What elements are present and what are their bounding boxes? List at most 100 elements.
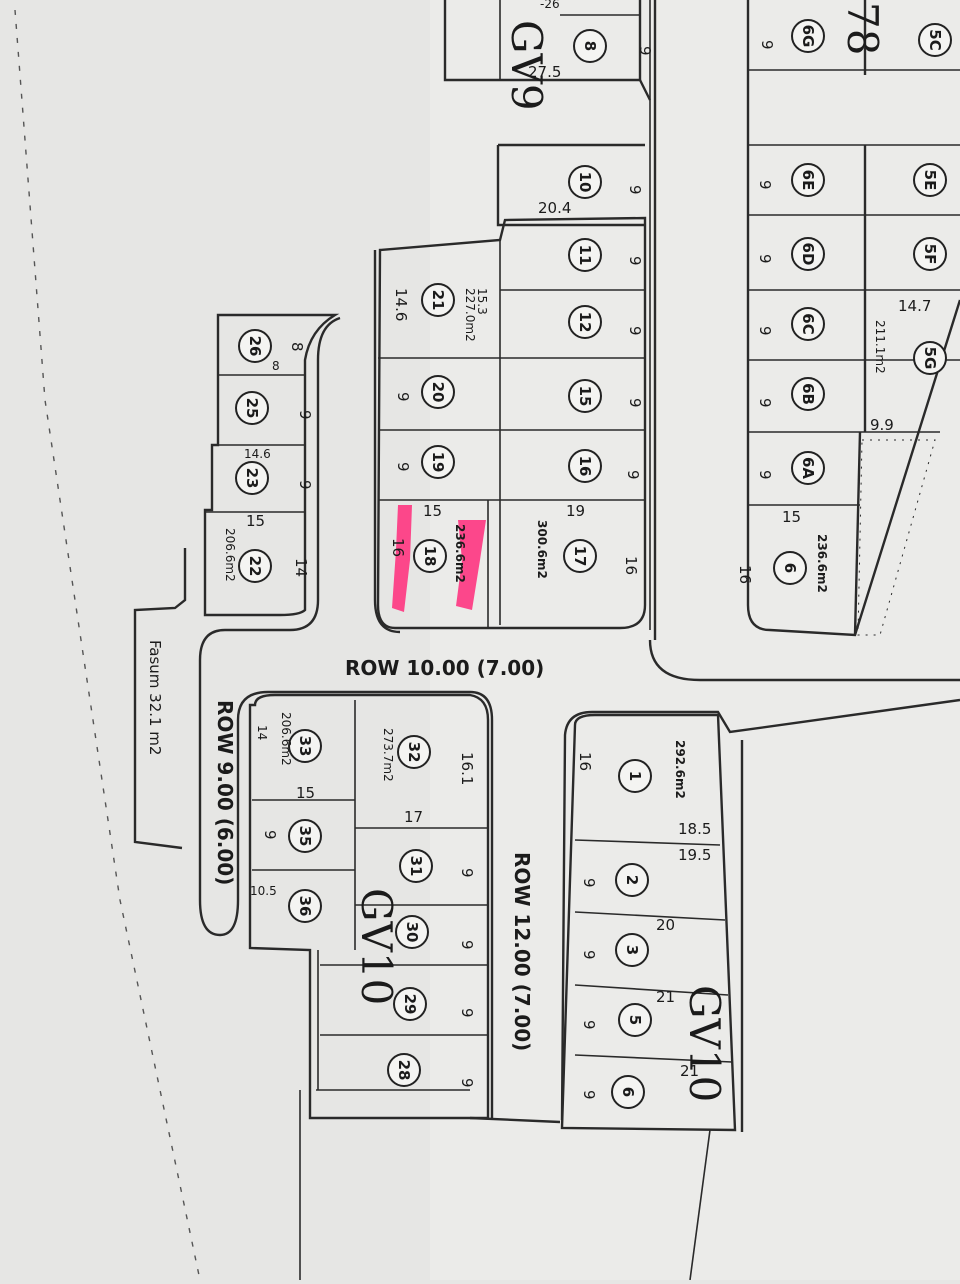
lot-circle — [568, 379, 602, 413]
area-lot6: 236.6m2 — [815, 534, 829, 593]
lot-width-label-16: 9 — [458, 868, 476, 878]
lot-marker-l2: 2 — [615, 863, 649, 897]
lot-number: 6B — [799, 383, 817, 405]
lot-number: 17 — [571, 546, 589, 567]
lot-marker-l11: 11 — [568, 238, 602, 272]
lot-number: 6E — [799, 170, 817, 191]
lot-circle — [288, 729, 322, 763]
dim-10-5-lot36: 10.5 — [250, 884, 277, 898]
lot-number: 10 — [576, 172, 594, 193]
dim-14-lot33: 14 — [255, 725, 269, 740]
lot-width-label-18: 9 — [458, 1008, 476, 1018]
lot-number: 19 — [429, 452, 447, 473]
lot-number: 5 — [626, 1015, 644, 1025]
lot-circle — [791, 19, 825, 53]
lot-marker-l1: 1 — [618, 759, 652, 793]
lot-number: 35 — [296, 826, 314, 847]
lot-circle — [288, 819, 322, 853]
lot-number: 31 — [407, 856, 425, 877]
lot-circle — [238, 549, 272, 583]
lot-width-label-0: 9 — [636, 46, 654, 56]
dim-15-lot22: 15 — [246, 512, 265, 530]
lot-circle — [399, 849, 433, 883]
lot-number: 20 — [429, 382, 447, 403]
lot-circle — [918, 23, 952, 57]
lot-marker-l26: 26 — [238, 329, 272, 363]
dim-16-lot18: 16 — [389, 538, 407, 557]
lot-number: 3 — [623, 945, 641, 955]
lot-circle — [618, 1003, 652, 1037]
lot-marker-l32: 32 — [397, 735, 431, 769]
dim-21-lot6: 21 — [680, 1062, 699, 1080]
lot-number: 25 — [243, 398, 261, 419]
dim-21-lot5: 21 — [656, 988, 675, 1006]
lot-marker-l12: 12 — [568, 305, 602, 339]
lot-number: 28 — [395, 1060, 413, 1081]
area-lot33: 206.6m2 — [279, 712, 293, 766]
lot-circle — [791, 163, 825, 197]
lot-number: 26 — [246, 336, 264, 357]
lot-marker-l5F: 5F — [913, 237, 947, 271]
dim-top-26: -26 — [540, 0, 560, 11]
block-label-gv9: GV9 — [502, 20, 551, 111]
lot-circle — [611, 1075, 645, 1109]
lot-number: 5E — [921, 170, 939, 191]
dim-20: 20 — [656, 916, 675, 934]
lot-circle — [568, 165, 602, 199]
road-label-row10: ROW 10.00 (7.00) — [345, 656, 544, 680]
dim-15-lot18: 15 — [423, 502, 442, 520]
area-lot18: 236.6m2 — [453, 524, 467, 583]
lot-circle — [238, 329, 272, 363]
lot-circle — [413, 539, 447, 573]
lot-width-label-7: 9 — [756, 180, 774, 190]
lot-number: 6 — [619, 1087, 637, 1097]
lot-circle — [563, 539, 597, 573]
highlight-mark-left — [392, 505, 412, 612]
block-center-lots — [376, 216, 647, 630]
lot-number: 21 — [429, 290, 447, 311]
lot-circle — [913, 341, 947, 375]
area-lot17: 300.6m2 — [535, 520, 549, 579]
dim-14-lot22: 14 — [292, 558, 310, 577]
lot-marker-l23: 23 — [235, 461, 269, 495]
lot-circle — [288, 889, 322, 923]
lot-circle — [913, 163, 947, 197]
lot-circle — [791, 451, 825, 485]
lot-circle — [421, 445, 455, 479]
lot-width-label-15: 9 — [296, 480, 314, 490]
lot-markers: 810111215161718192021222325266G6E6D6C6B6… — [235, 19, 952, 1109]
lot-width-label-4: 9 — [626, 398, 644, 408]
lot-marker-l22: 22 — [238, 549, 272, 583]
block-bottom-right-lots — [560, 713, 744, 1281]
lot-marker-l5E: 5E — [913, 163, 947, 197]
lot-circle — [397, 735, 431, 769]
dim-16-lot1: 16 — [576, 752, 594, 771]
block-label-gv8: 78 — [838, 2, 887, 55]
area-lot32: 273.7m2 — [381, 728, 395, 782]
block-label-gv10-left: GV10 — [352, 888, 401, 1005]
dim-16-lot6: 16 — [736, 565, 754, 584]
dim-8-lot26b: 8 — [272, 359, 280, 373]
dim-15-lot35: 15 — [296, 784, 315, 802]
lot-width-label-21: 9 — [580, 950, 598, 960]
lot-marker-l6C: 6C — [791, 307, 825, 341]
block-label-gv10-right: GV10 — [680, 985, 729, 1102]
lot-number: 12 — [576, 312, 594, 333]
area-lot5G: 211.1m2 — [873, 320, 887, 374]
highlight-mark-right — [456, 520, 486, 610]
dim-9-9: 9.9 — [870, 416, 894, 434]
dim-19-lot17: 19 — [566, 502, 585, 520]
lot-marker-l21: 21 — [421, 283, 455, 317]
fasum-plot — [133, 548, 187, 850]
lot-circle — [568, 449, 602, 483]
dim-17-lot31: 17 — [404, 808, 423, 826]
lot-circle — [235, 391, 269, 425]
lot-number: 32 — [405, 742, 423, 763]
dim-14-6-lot23: 14.6 — [244, 447, 271, 461]
lot-marker-l5: 5 — [618, 1003, 652, 1037]
area-lot21: 227.0m2 — [463, 288, 477, 342]
lot-width-label-8: 9 — [756, 254, 774, 264]
block-bottom-left-lots — [248, 693, 490, 1280]
lot-circle — [573, 29, 607, 63]
